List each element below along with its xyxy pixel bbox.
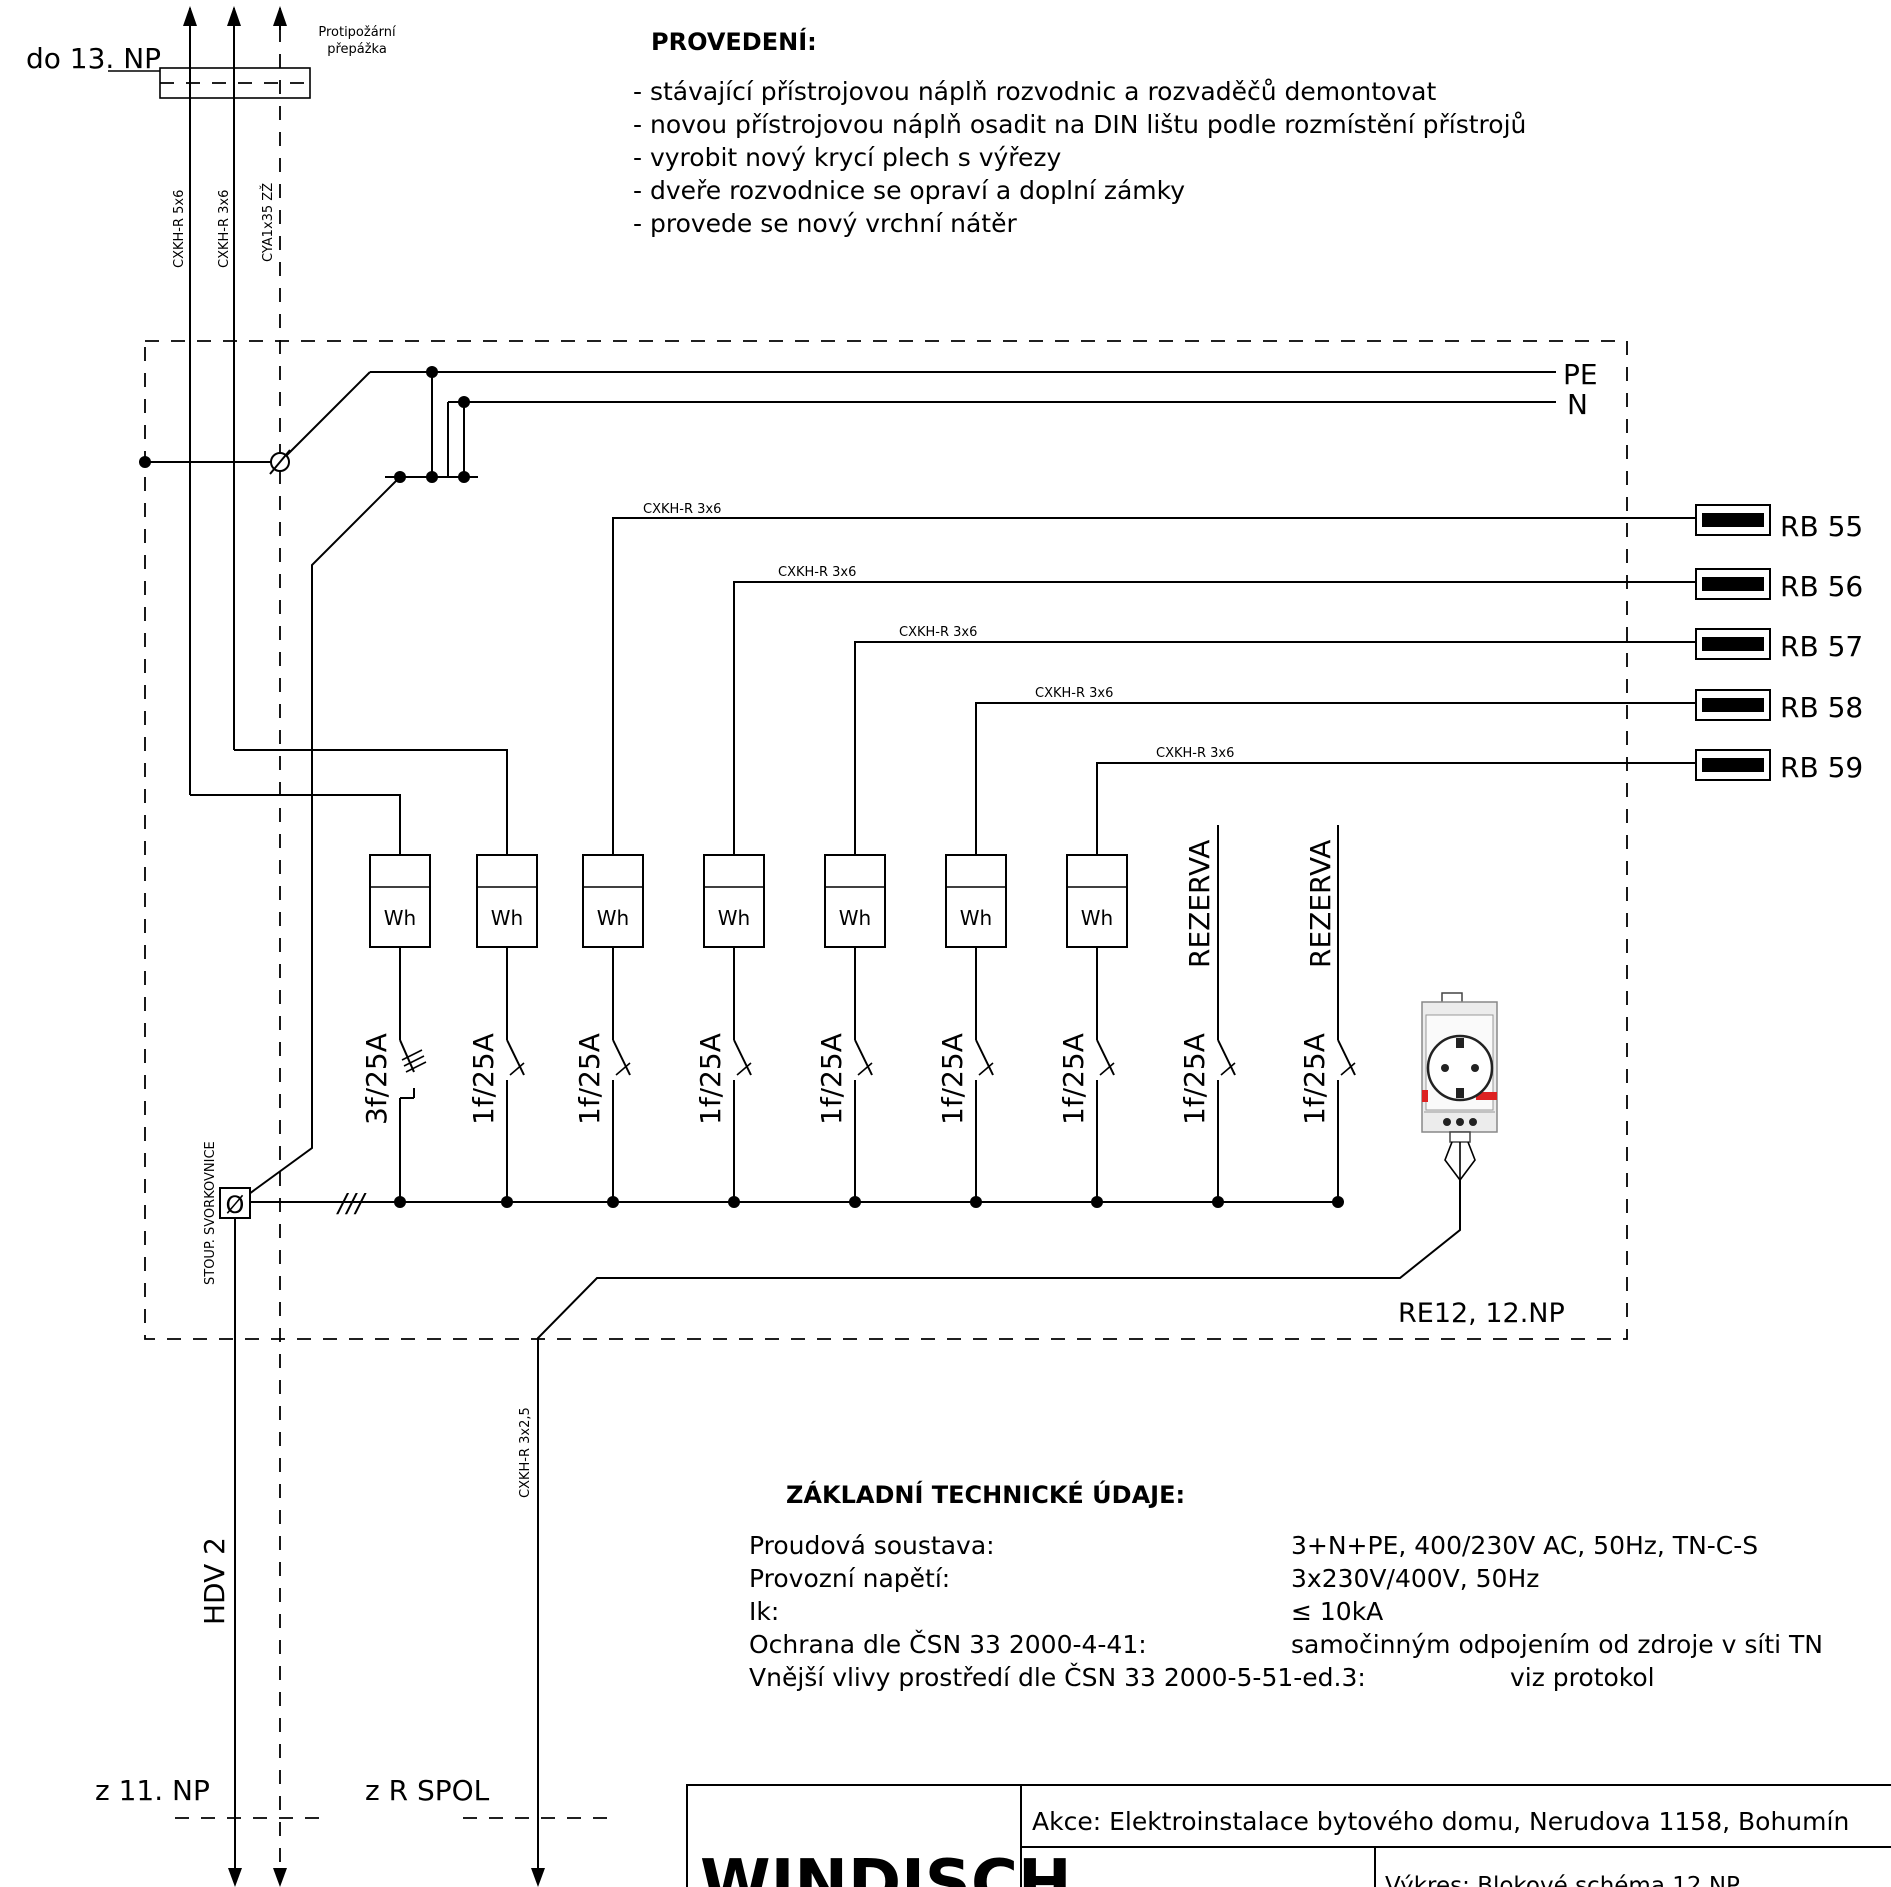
- rb-block-icon: [1702, 513, 1764, 527]
- meter-box: Wh: [582, 854, 644, 948]
- n-label: N: [1567, 388, 1588, 421]
- output-cable-label: CXKH-R 3x6: [899, 625, 977, 640]
- breaker-label: 1f/25A: [815, 1033, 848, 1125]
- title-block: WINDISCH Akce: Elektroinstalace bytového…: [686, 1784, 1891, 1887]
- svg-text:Wh: Wh: [718, 906, 750, 930]
- pe-label: PE: [1563, 358, 1598, 391]
- rb-block-icon: [1702, 758, 1764, 772]
- cable-label-left: CXKH-R 5x6: [172, 190, 187, 268]
- meter-box: Wh: [703, 854, 765, 948]
- tech-label: Proudová soustava:: [749, 1531, 995, 1560]
- breaker-label: 1f/25A: [1178, 1033, 1211, 1125]
- cable-label-right: CYA1x35 ZŽ: [260, 183, 276, 262]
- tech-label: Ochrana dle ČSN 33 2000-4-41:: [749, 1629, 1147, 1659]
- arrow-up-icon: [183, 6, 197, 26]
- provedeni-heading: PROVEDENÍ:: [651, 27, 817, 56]
- reserve-label: REZERVA: [1183, 840, 1216, 968]
- tech-label: Provozní napětí:: [749, 1564, 950, 1593]
- breaker-label: 1f/25A: [936, 1033, 969, 1125]
- riser-bottom: HDV 2 z 11. NP z R SPOL: [95, 1218, 610, 1887]
- from-below-label: z 11. NP: [95, 1774, 210, 1807]
- tech-heading: ZÁKLADNÍ TECHNICKÉ ÚDAJE:: [786, 1479, 1185, 1509]
- tech-label: Ik:: [749, 1597, 779, 1626]
- breaker-label: 1f/25A: [694, 1033, 727, 1125]
- rb-block-icon: [1702, 698, 1764, 712]
- socket-cable-label: CXKH-R 3x2,5: [518, 1407, 533, 1498]
- firewall-label-2: přepážka: [327, 42, 387, 57]
- breaker-label: 1f/25A: [467, 1033, 500, 1125]
- tech-value: 3x230V/400V, 50Hz: [1291, 1564, 1539, 1593]
- svg-text:Wh: Wh: [839, 906, 871, 930]
- panel-enclosure: [144, 340, 1628, 1340]
- company-logo: WINDISCH: [700, 1847, 1072, 1887]
- provedeni-item: - provede se nový vrchní nátěr: [633, 209, 1017, 238]
- feed-1f-line: [234, 749, 508, 855]
- tech-value: viz protokol: [1510, 1663, 1655, 1692]
- terminal-symbol: Ø: [226, 1191, 245, 1219]
- hdv-label: HDV 2: [198, 1537, 231, 1625]
- socket-module: CXKH-R 3x2,5: [518, 992, 1498, 1887]
- breaker-label: 3f/25A: [360, 1033, 393, 1125]
- provedeni-notes: PROVEDENÍ: - stávající přístrojovou nápl…: [633, 27, 1526, 238]
- meter-box: Wh: [476, 854, 538, 948]
- output-cable-label: CXKH-R 3x6: [778, 565, 856, 580]
- cable-label-mid: CXKH-R 3x6: [217, 190, 232, 268]
- breaker-label: 1f/25A: [573, 1033, 606, 1125]
- tech-value: samočinným odpojením od zdroje v síti TN: [1291, 1630, 1823, 1659]
- arrow-up-icon: [227, 6, 241, 26]
- output-label: RB 58: [1780, 691, 1863, 724]
- output-label: RB 56: [1780, 570, 1863, 603]
- arrow-down-icon: [531, 1868, 545, 1887]
- feed-3f-line: [190, 794, 401, 855]
- output-cable-label: CXKH-R 3x6: [1156, 746, 1234, 761]
- rb-block-icon: [1702, 637, 1764, 651]
- tech-value: 3+N+PE, 400/230V AC, 50Hz, TN-C-S: [1291, 1531, 1758, 1560]
- output-cable-label: CXKH-R 3x6: [1035, 686, 1113, 701]
- riser-top: do 13. NP Protipožární přepážka CXKH-R 5…: [26, 6, 396, 1880]
- arrow-up-icon: [273, 6, 287, 26]
- meter-box: Wh: [824, 854, 886, 948]
- reserve-label: REZERVA: [1304, 840, 1337, 968]
- akce-text: Akce: Elektroinstalace bytového domu, Ne…: [1032, 1807, 1849, 1836]
- phase-marks: ///: [336, 1189, 368, 1219]
- meter-box: Wh: [369, 854, 431, 948]
- busbars: PE N: [139, 358, 1598, 1203]
- arrow-down-icon: [273, 1868, 287, 1887]
- vykres-text: Výkres: Blokové schéma 12.NP: [1385, 1873, 1740, 1887]
- svg-text:Wh: Wh: [597, 906, 629, 930]
- panel-label: RE12, 12.NP: [1398, 1298, 1565, 1329]
- provedeni-item: - dveře rozvodnice se opraví a doplní zá…: [633, 176, 1185, 205]
- output-label: RB 55: [1780, 510, 1863, 543]
- rb-block-icon: [1702, 577, 1764, 591]
- meter-box: Wh: [945, 854, 1007, 948]
- svg-text:Wh: Wh: [384, 906, 416, 930]
- riser-terminal-box: [219, 1187, 251, 1219]
- svg-text:Wh: Wh: [960, 906, 992, 930]
- output-label: RB 59: [1780, 751, 1863, 784]
- output-cable-label: CXKH-R 3x6: [643, 502, 721, 517]
- main-bus: /// Ø STOUP. SVORKOVNICE: [203, 1141, 1344, 1285]
- terminal-label: STOUP. SVORKOVNICE: [203, 1141, 218, 1285]
- svg-text:Wh: Wh: [491, 906, 523, 930]
- firewall-label-1: Protipožární: [318, 25, 396, 40]
- tech-value: ≤ 10kA: [1291, 1597, 1383, 1626]
- from-spol-label: z R SPOL: [365, 1774, 490, 1807]
- provedeni-item: - stávající přístrojovou náplň rozvodnic…: [633, 77, 1436, 106]
- meter-box: Wh: [1066, 854, 1128, 948]
- output-label: RB 57: [1780, 630, 1863, 663]
- breakers: 3f/25A 1f/25A 1f/25A 1f/25A 1f/25A 1f/25…: [360, 825, 1356, 1202]
- meters: Wh Wh Wh Wh Wh Wh Wh: [369, 854, 1128, 948]
- provedeni-item: - novou přístrojovou náplň osadit na DIN…: [633, 110, 1526, 139]
- tech-data: ZÁKLADNÍ TECHNICKÉ ÚDAJE: Proudová soust…: [749, 1479, 1823, 1692]
- outputs: CXKH-R 3x6 RB 55 CXKH-R 3x6 RB 56 CXKH-R…: [612, 502, 1863, 855]
- breaker-label: 1f/25A: [1298, 1033, 1331, 1125]
- svg-text:Wh: Wh: [1081, 906, 1113, 930]
- floor-up-label: do 13. NP: [26, 42, 161, 75]
- arrow-down-icon: [228, 1868, 242, 1887]
- provedeni-item: - vyrobit nový krycí plech s výřezy: [633, 143, 1062, 172]
- tech-label: Vnější vlivy prostředí dle ČSN 33 2000-5…: [749, 1662, 1366, 1692]
- breaker-label: 1f/25A: [1057, 1033, 1090, 1125]
- socket-icon: [1426, 1034, 1494, 1102]
